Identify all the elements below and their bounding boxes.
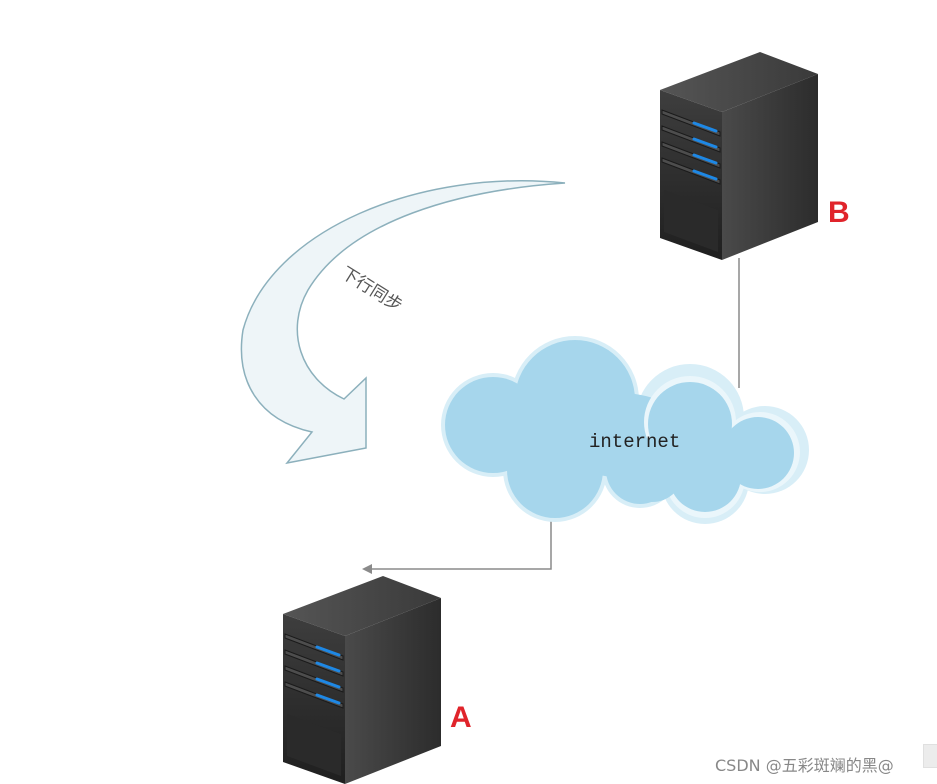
connector-arrowhead (362, 564, 372, 574)
server-a-icon (281, 574, 443, 784)
server-b-label: B (828, 196, 850, 229)
csdn-watermark: CSDN @五彩斑斓的黑@ (715, 756, 894, 775)
connector-cloud-to-a (365, 518, 552, 570)
server-b-icon (658, 50, 820, 262)
scroll-handle[interactable] (923, 744, 937, 768)
server-a-label: A (450, 701, 472, 734)
cloud-icon (441, 336, 809, 524)
cloud-label: internet (589, 431, 680, 453)
downlink-sync-arrow (240, 180, 566, 465)
sync-arrow-label: 下行同步 (337, 263, 405, 316)
